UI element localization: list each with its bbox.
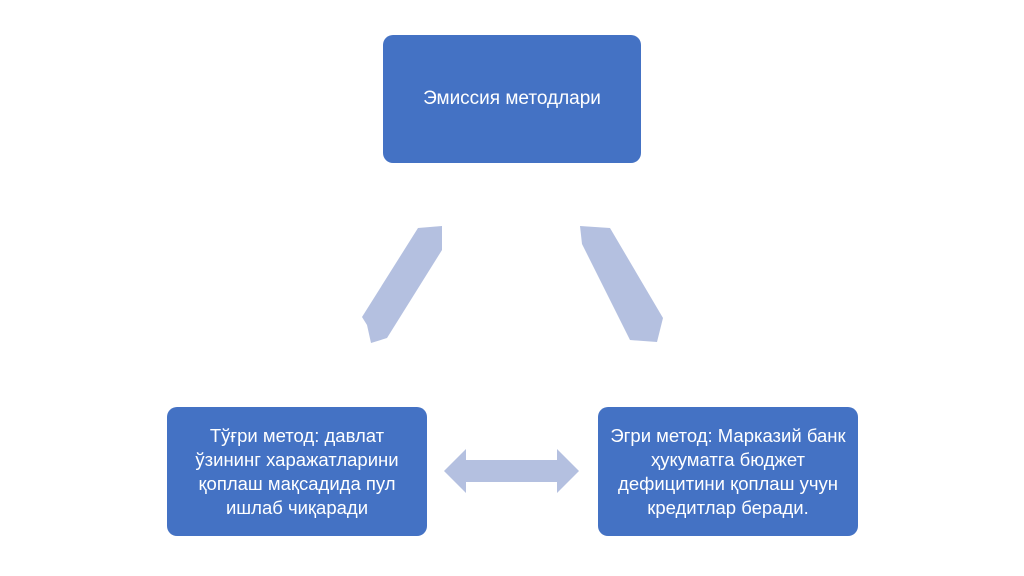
double-arrow-top-left xyxy=(362,226,442,343)
double-arrow-left-right xyxy=(444,449,579,493)
indirect-method-node: Эгри метод: Марказий банк ҳукуматга бюдж… xyxy=(598,407,858,536)
emission-methods-node: Эмиссия методлари xyxy=(383,35,641,163)
double-arrow-top-right xyxy=(580,226,663,342)
indirect-method-label: Эгри метод: Марказий банк ҳукуматга бюдж… xyxy=(610,424,846,518)
emission-methods-label: Эмиссия методлари xyxy=(423,88,601,109)
direct-method-node: Тўғри метод: давлат ўзининг харажатларин… xyxy=(167,407,427,536)
direct-method-label: Тўғри метод: давлат ўзининг харажатларин… xyxy=(195,424,399,518)
